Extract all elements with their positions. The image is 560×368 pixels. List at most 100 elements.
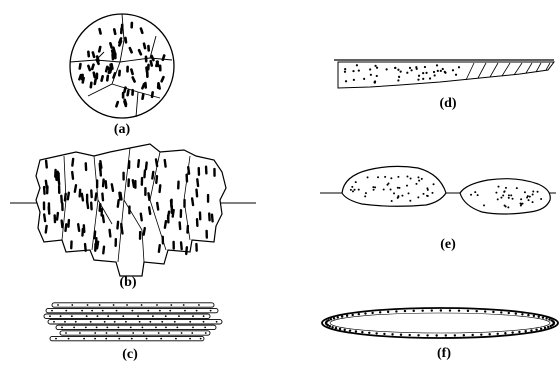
- rim-dot: [525, 330, 527, 332]
- lamella-dot: [174, 321, 176, 323]
- lens-dot: [532, 201, 534, 203]
- lamella-dot: [130, 327, 132, 329]
- lamella-dot: [68, 338, 70, 340]
- lens-dot: [498, 186, 500, 188]
- lens-dot: [470, 194, 472, 196]
- inclusion-dash: [126, 89, 130, 96]
- inclusion-dash: [84, 162, 87, 171]
- lamella-dot: [165, 327, 167, 329]
- inclusion-dash: [139, 231, 142, 240]
- lamella-dot: [53, 321, 55, 323]
- lamella-dot: [161, 321, 163, 323]
- rim-dot: [550, 325, 552, 327]
- lamella-dot: [94, 338, 96, 340]
- lamella-dot: [94, 332, 96, 334]
- lamella-dot: [104, 321, 106, 323]
- lens-dot: [352, 190, 354, 192]
- wedge-dot: [352, 70, 354, 72]
- inclusion-dash: [122, 172, 124, 181]
- rim-dot: [440, 309, 442, 311]
- rim-dot: [383, 333, 385, 335]
- rim-dot: [511, 331, 513, 333]
- lens-dot: [520, 198, 522, 200]
- lamella-dot: [149, 321, 151, 323]
- wedge-dot: [358, 69, 360, 71]
- rim-dot: [328, 319, 330, 321]
- lamella-dot: [116, 310, 118, 312]
- lamella-dot: [210, 310, 212, 312]
- wedge-dot: [353, 79, 355, 81]
- lamella-dot: [131, 310, 133, 312]
- wedge-dot: [410, 69, 412, 71]
- lamella-dot: [117, 327, 119, 329]
- lens-dot: [351, 186, 353, 188]
- inclusion-dash: [139, 27, 144, 34]
- lens-dot: [408, 192, 410, 194]
- lens-dot: [373, 189, 375, 191]
- rim-dot: [544, 327, 546, 329]
- lamella-dot: [118, 338, 120, 340]
- wedge-dot: [374, 65, 376, 67]
- lens-dot: [431, 192, 433, 194]
- lamella-dot: [99, 304, 101, 306]
- inclusion-dash: [54, 169, 57, 178]
- lamella-dot: [131, 338, 133, 340]
- inclusion-dash: [131, 89, 134, 96]
- inclusion-dash: [141, 93, 145, 100]
- rim-dot: [335, 327, 337, 329]
- inclusion-dash: [118, 70, 121, 77]
- lamella-dot: [64, 321, 66, 323]
- rim-dot: [445, 334, 447, 336]
- lens-dot: [390, 189, 392, 191]
- inclusion-dash: [199, 211, 202, 220]
- rim-dot: [371, 312, 373, 314]
- wedge-dot: [370, 74, 372, 76]
- lens-dot: [529, 196, 531, 198]
- lens-dot: [367, 176, 369, 178]
- lamella-bar: [48, 320, 222, 324]
- lamella-dot: [203, 321, 205, 323]
- lamella-dot: [57, 304, 59, 306]
- lamella-dot: [49, 315, 51, 317]
- wedge-dot: [455, 74, 457, 76]
- lens-dot: [500, 197, 502, 199]
- lens-dot: [417, 196, 419, 198]
- rim-dot: [518, 331, 520, 333]
- inclusion-dash: [95, 58, 100, 65]
- rim-dot: [349, 329, 351, 331]
- panel-b-drawing: [10, 144, 256, 276]
- inclusion-dash: [161, 236, 164, 245]
- inclusion-dash: [142, 42, 146, 49]
- lamella-dot: [122, 315, 124, 317]
- inclusion-dash: [61, 202, 64, 211]
- inclusion-dash: [180, 209, 183, 218]
- lamella-dot: [61, 327, 63, 329]
- inclusion-dash: [145, 55, 148, 62]
- lamella-dot: [192, 327, 194, 329]
- inclusion-dash: [137, 49, 142, 56]
- inclusion-dash: [147, 45, 150, 52]
- lamella-dot: [75, 321, 77, 323]
- panel-f-drawing: [322, 308, 558, 338]
- inclusion-dash: [128, 46, 133, 53]
- inclusion-dash: [161, 54, 166, 61]
- lamella-dot: [65, 332, 67, 334]
- lens-dot: [386, 184, 388, 186]
- lamella-dot: [125, 321, 127, 323]
- inclusion-dash: [87, 64, 92, 71]
- rim-dot: [484, 310, 486, 312]
- panel-a-drawing: [70, 14, 174, 118]
- lamella-dot: [189, 338, 191, 340]
- inclusion-dash: [177, 180, 180, 189]
- lens-dot: [384, 176, 386, 178]
- lens-dot: [410, 178, 412, 180]
- lamella-dot: [158, 332, 160, 334]
- lamella-dot: [178, 315, 180, 317]
- inclusion-dash: [172, 241, 175, 250]
- rim-dot: [421, 309, 423, 311]
- rim-dot: [379, 311, 381, 313]
- inclusion-dash: [98, 28, 102, 35]
- inclusion-dash: [205, 165, 208, 174]
- wedge-dot: [397, 69, 399, 71]
